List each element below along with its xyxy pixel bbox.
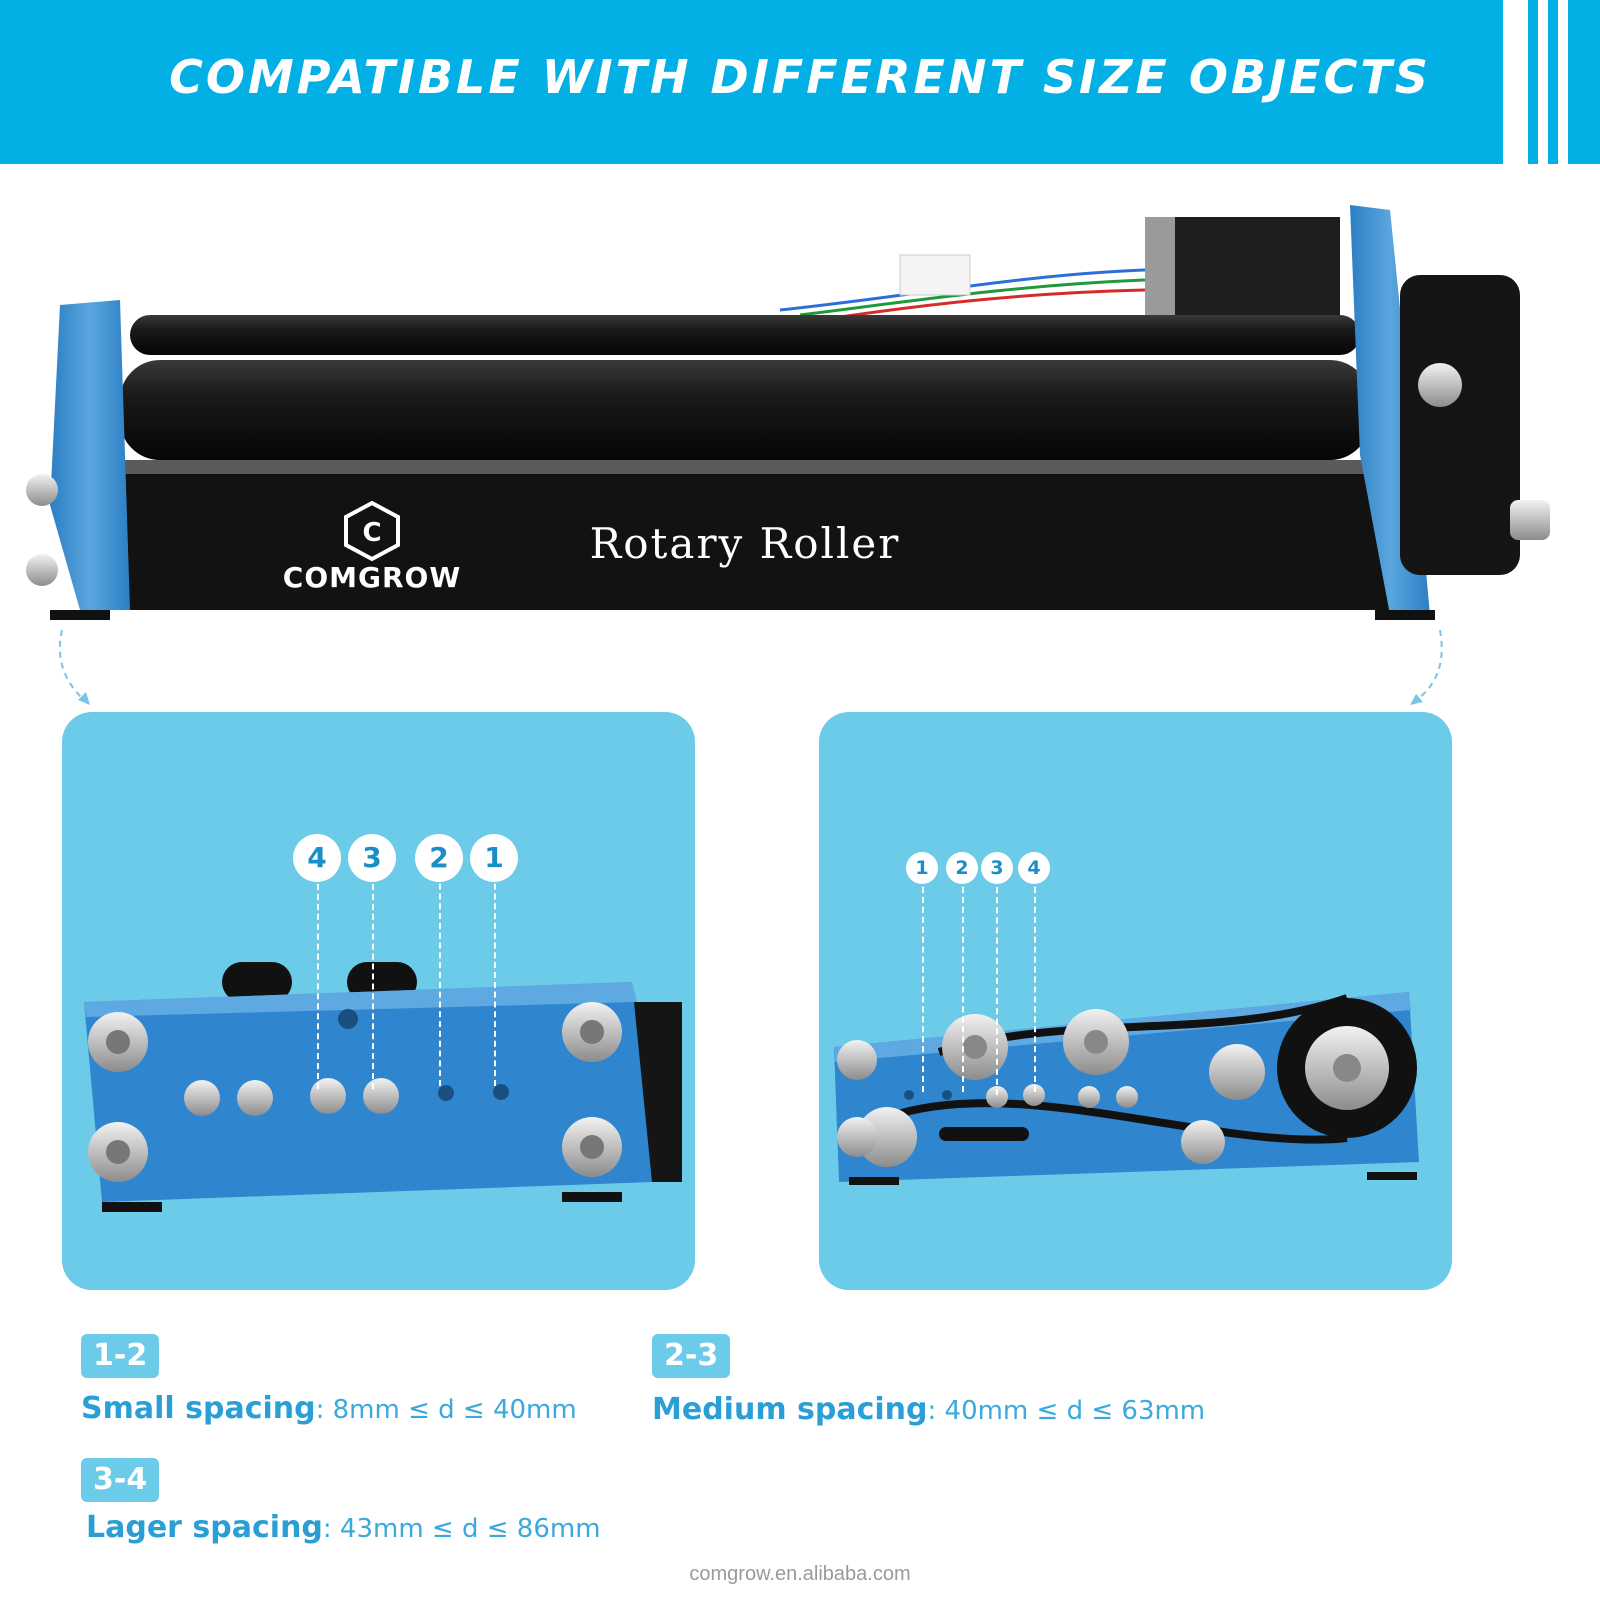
product-label: Rotary Roller [590,519,901,568]
svg-text:C: C [362,518,381,548]
hole-marker-line [439,864,441,1086]
hole-marker-line [372,864,374,1089]
banner-stripe [1568,0,1600,164]
banner-stripe [1528,0,1538,164]
spacing-name: Small spacing [81,1391,316,1426]
rotary-roller-product-image: C COMGROW Rotary Roller [26,205,1550,620]
header-banner: COMPATIBLE WITH DIFFERENT SIZE OBJECTS [0,0,1503,164]
position-badge-2: 2 [946,852,978,884]
position-badge-4: 4 [1018,852,1050,884]
hole-marker-line [922,867,924,1092]
spacing-tag-3-4: 3-4 [81,1458,160,1502]
banner-stripe [1548,0,1558,164]
spacing-lager: Lager spacing: 43mm ≤ d ≤ 86mm [86,1510,601,1545]
hole-marker-line [996,867,998,1095]
front-bar [80,460,1420,610]
wire-connector [899,254,971,296]
spacing-small: Small spacing: 8mm ≤ d ≤ 40mm [81,1391,577,1426]
hole-marker-line [1034,867,1036,1092]
front-roller [120,360,1370,460]
stepper-motor [1145,217,1340,327]
connector-arrows [58,629,1443,706]
position-badge-4: 4 [293,834,341,882]
position-badge-1: 1 [906,852,938,884]
watermark: comgrow.en.alibaba.com [689,1563,911,1585]
left-frame [50,300,130,610]
spacing-range: : 40mm ≤ d ≤ 63mm [927,1396,1206,1426]
hole-marker-line [494,864,496,1086]
left-side-detail-panel: 4 3 2 1 [62,712,695,1290]
position-badge-2: 2 [415,834,463,882]
back-roller [130,315,1360,355]
position-badge-3: 3 [981,852,1013,884]
position-badge-3: 3 [348,834,396,882]
hole-marker-line [317,864,319,1089]
spacing-tag-2-3: 2-3 [652,1334,731,1378]
position-badge-1: 1 [470,834,518,882]
spacing-medium: Medium spacing: 40mm ≤ d ≤ 63mm [652,1392,1205,1427]
spacing-name: Lager spacing [86,1510,323,1545]
spacing-range: : 43mm ≤ d ≤ 86mm [322,1514,601,1544]
brand-logo-text: COMGROW [283,561,461,594]
spacing-range: : 8mm ≤ d ≤ 40mm [315,1395,577,1425]
knob [1510,500,1550,540]
comgrow-logo-icon [344,500,400,562]
left-frame-plate-image [84,962,682,1212]
hole-marker-line [962,867,964,1092]
right-side-detail-panel: 1 2 3 4 [819,712,1452,1290]
belt-housing [1400,275,1520,575]
right-frame-belt-image [834,992,1419,1185]
header-title: COMPATIBLE WITH DIFFERENT SIZE OBJECTS [169,50,1431,104]
spacing-name: Medium spacing [652,1392,928,1427]
spacing-tag-1-2: 1-2 [81,1334,160,1378]
